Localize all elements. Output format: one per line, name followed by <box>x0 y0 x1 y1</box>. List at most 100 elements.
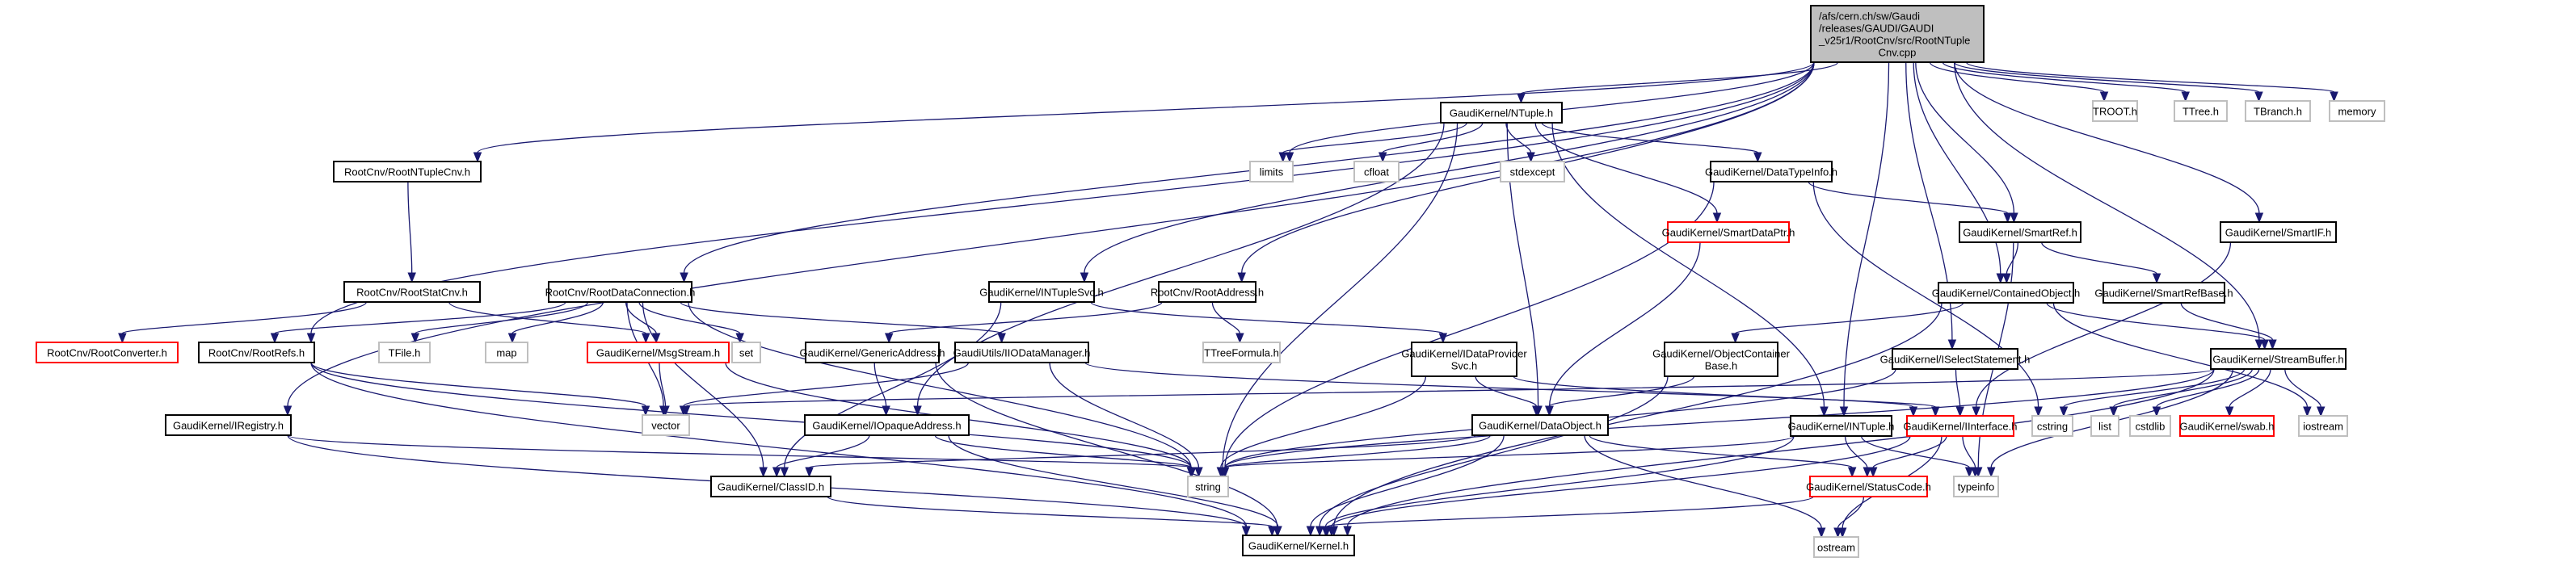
arrowhead-icon <box>1833 527 1842 539</box>
node-root-stat-cnv[interactable]: RootCnv/RootStatCnv.h <box>343 281 481 303</box>
node-label: set <box>739 347 754 359</box>
edge-line <box>625 301 657 334</box>
edge-intuple-to-string <box>1220 435 1795 478</box>
node-data-object[interactable]: GaudiKernel/DataObject.h <box>1471 414 1609 436</box>
edge-data-object-to-kernel <box>1306 434 1505 537</box>
edge-intuple-to-kernel <box>1321 435 1795 537</box>
node-smart-ref-base[interactable]: GaudiKernel/SmartRefBase.h <box>2094 282 2233 304</box>
arrowhead-icon <box>1220 467 1230 478</box>
node-root-address[interactable]: RootCnv/RootAddress.h <box>1151 281 1264 303</box>
edge-line <box>1584 434 1822 529</box>
node-cstdlib: cstdlib <box>2129 415 2171 437</box>
node-iopaque-address[interactable]: GaudiKernel/IOpaqueAddress.h <box>804 414 970 436</box>
node-contained-object[interactable]: GaudiKernel/ContainedObject.h <box>1932 282 2081 304</box>
node-iinterface[interactable]: GaudiKernel/IInterface.h <box>1904 415 2018 437</box>
arrowhead-icon <box>1816 527 1826 539</box>
node-box <box>1813 536 1859 558</box>
node-box <box>731 342 761 363</box>
edge-root-to-intuple <box>1839 61 1890 417</box>
node-root-ntuple-cnv-h[interactable]: RootCnv/RootNTupleCnv.h <box>333 161 482 182</box>
node-data-type-info[interactable]: GaudiKernel/DataTypeInfo.h <box>1705 161 1837 182</box>
arrowhead-icon <box>1986 467 1996 478</box>
edge-iregistry-to-string <box>287 434 1196 478</box>
node-root-refs[interactable]: RootCnv/RootRefs.h <box>198 342 315 363</box>
edge-line <box>1382 122 1484 153</box>
node-label: RootCnv/RootNTupleCnv.h <box>344 166 470 178</box>
edge-contained-object-to-iostream <box>2052 302 2312 417</box>
node-label: _v25r1/RootCnv/src/RootNTuple <box>1818 35 1970 47</box>
edge-line <box>1965 61 2335 93</box>
node-iselect-statement[interactable]: GaudiKernel/ISelectStatement.h <box>1880 348 2031 370</box>
node-kernel[interactable]: GaudiKernel/Kernel.h <box>1242 535 1355 556</box>
arrowhead-icon <box>1285 152 1294 163</box>
node-stream-buffer[interactable]: GaudiKernel/StreamBuffer.h <box>2210 348 2347 370</box>
edge-line <box>888 301 1163 334</box>
edge-line <box>2041 241 2157 275</box>
node-ttree: TTree.h <box>2174 100 2228 122</box>
node-generic-address[interactable]: GaudiKernel/GenericAddress.h <box>800 342 945 363</box>
node-root-data-connection[interactable]: RootCnv/RootDataConnection.h <box>545 281 696 303</box>
arrowhead-icon <box>2260 339 2269 350</box>
node-label: GaudiKernel/ClassID.h <box>718 481 824 493</box>
node-label: GaudiKernel/ContainedObject.h <box>1932 287 2081 300</box>
edge-root-data-connection-to-string <box>688 301 1196 478</box>
node-class-id[interactable]: GaudiKernel/ClassID.h <box>710 476 831 497</box>
node-tbranch: TBranch.h <box>2245 100 2311 122</box>
arrowhead-icon <box>1378 152 1387 163</box>
edge-root-to-root-data-connection <box>680 61 1815 283</box>
node-box <box>710 476 831 497</box>
node-label: /releases/GAUDI/GAUDI <box>1819 23 1934 35</box>
edge-line <box>1860 435 1970 468</box>
node-label: limits <box>1260 166 1284 178</box>
node-iregistry[interactable]: GaudiKernel/IRegistry.h <box>165 414 292 436</box>
edge-line <box>1520 61 1839 94</box>
root-file-node[interactable]: /afs/cern.ch/sw/Gaudi/releases/GAUDI/GAU… <box>1810 5 1985 63</box>
node-intuple[interactable]: GaudiKernel/INTuple.h <box>1788 415 1895 437</box>
edge-idata-provider-svc-to-iinterface <box>1513 375 1940 417</box>
node-iiodata-manager[interactable]: GaudiUtils/IIODataManager.h <box>953 342 1091 363</box>
edge-line <box>935 362 1278 527</box>
arrowhead-icon <box>2254 91 2263 103</box>
node-smart-if[interactable]: GaudiKernel/SmartIF.h <box>2220 221 2337 243</box>
arrowhead-icon <box>884 333 894 344</box>
edge-line <box>1913 61 2001 275</box>
node-smart-data-ptr[interactable]: GaudiKernel/SmartDataPtr.h <box>1662 221 1795 243</box>
node-label: GaudiKernel/GenericAddress.h <box>800 347 945 359</box>
arrowhead-icon <box>1080 272 1089 283</box>
arrowhead-icon <box>1820 406 1829 417</box>
arrowhead-icon <box>1278 152 1287 163</box>
edge-root-data-connection-to-tfile <box>410 301 589 344</box>
edge-line <box>827 496 1273 527</box>
edge-line <box>808 434 1476 468</box>
edge-line <box>1224 368 2215 468</box>
node-msg-stream[interactable]: GaudiKernel/MsgStream.h <box>587 342 730 363</box>
edge-root-to-smart-if <box>1954 61 2264 224</box>
node-intuple-svc[interactable]: GaudiKernel/INTupleSvc.h <box>979 281 1104 303</box>
edge-line <box>1534 122 1718 214</box>
arrowhead-icon <box>2003 212 2012 224</box>
edge-line <box>1282 122 1467 153</box>
node-label: memory <box>2338 106 2376 118</box>
node-status-code[interactable]: GaudiKernel/StatusCode.h <box>1806 476 1931 497</box>
node-smart-ref[interactable]: GaudiKernel/SmartRef.h <box>1959 221 2081 243</box>
arrowhead-icon <box>473 152 482 163</box>
edge-line <box>1837 496 1865 529</box>
node-box <box>1664 342 1778 377</box>
edge-data-type-info-to-smart-ref <box>1808 181 2012 224</box>
edge-ntuple-to-intuple <box>1551 122 1829 417</box>
arrowhead-icon <box>805 467 814 478</box>
edge-line <box>448 301 646 334</box>
edge-line <box>2063 368 2246 408</box>
node-swab[interactable]: GaudiKernel/swab.h <box>2179 415 2275 437</box>
node-box <box>1202 342 1281 363</box>
node-ntuple[interactable]: GaudiKernel/NTuple.h <box>1440 102 1563 124</box>
node-root-converter[interactable]: RootCnv/RootConverter.h <box>36 342 179 363</box>
edge-root-to-ttree <box>1942 61 2190 103</box>
edge-line <box>1326 496 1814 527</box>
node-box <box>1953 476 1999 497</box>
edge-stream-buffer-to-swab <box>2225 368 2271 417</box>
edge-line <box>2156 368 2260 408</box>
edges-layer <box>118 61 2338 539</box>
